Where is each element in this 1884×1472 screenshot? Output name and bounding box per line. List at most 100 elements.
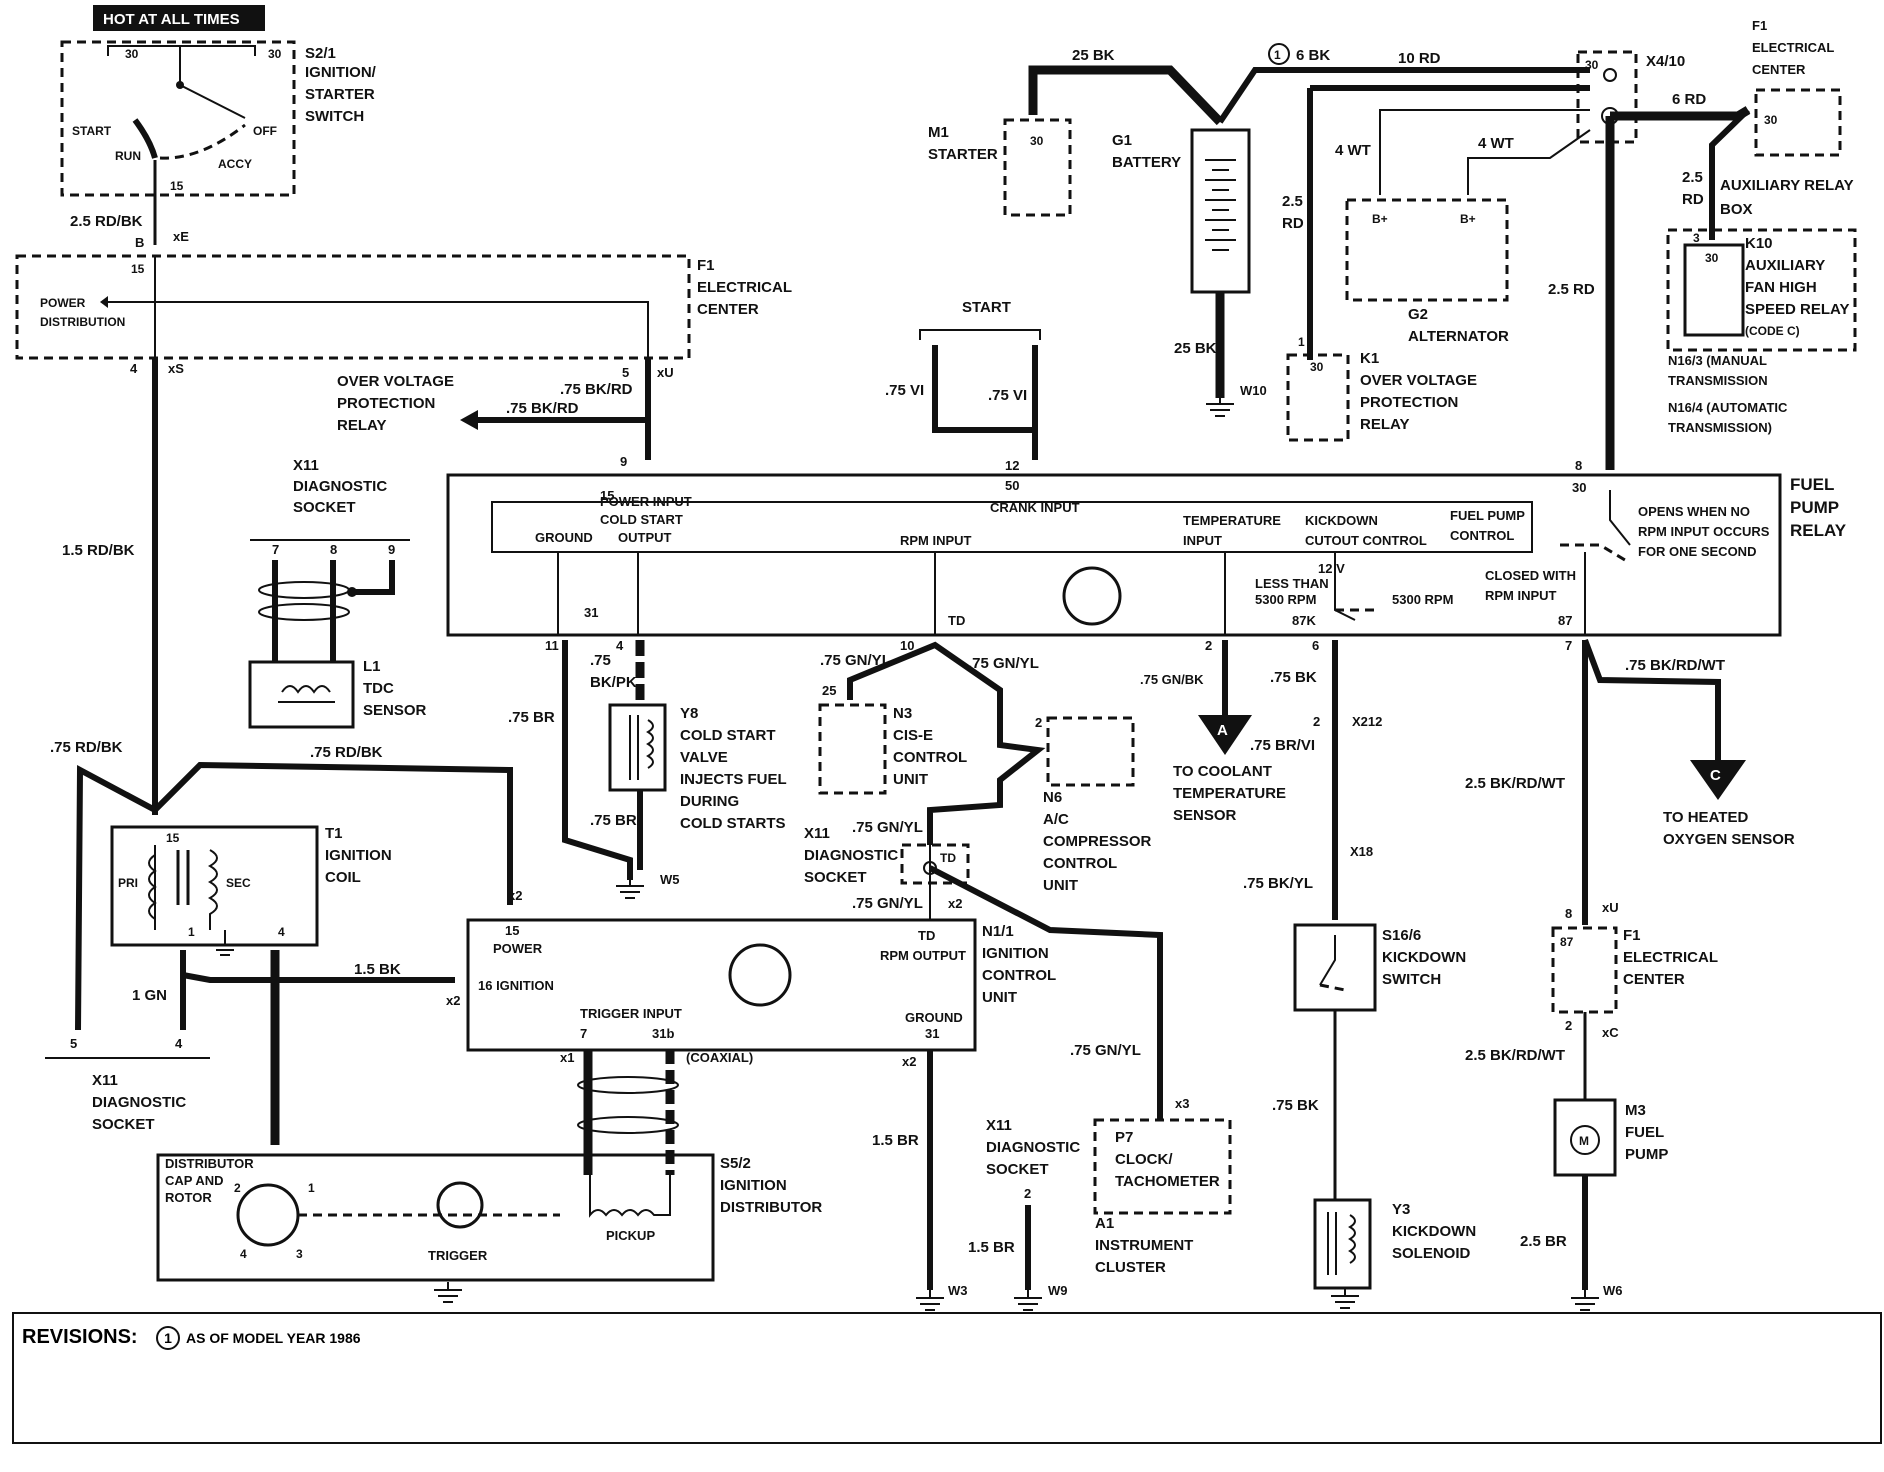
n11-ignition-control-box [466, 918, 977, 1052]
svg-text:T1: T1 [325, 825, 343, 842]
x11a-label: X11 DIAGNOSTIC SOCKET [293, 457, 387, 516]
svg-text:TDC: TDC [363, 680, 394, 697]
to-o2-label: TO HEATED OXYGEN SENSOR [1663, 809, 1795, 848]
wire-75vi-a: .75 VI [885, 382, 924, 399]
t1-label: T1 IGNITION COIL [325, 825, 392, 886]
x11d-label: X11 DIAGNOSTIC SOCKET [986, 1117, 1080, 1178]
svg-text:STARTER: STARTER [305, 86, 375, 103]
svg-text:7: 7 [580, 1026, 587, 1041]
wire-75bkpk: .75 [590, 652, 611, 669]
svg-text:31: 31 [925, 1026, 939, 1041]
svg-text:N6: N6 [1043, 789, 1062, 806]
svg-text:A/C: A/C [1043, 811, 1069, 828]
n11-transistor [728, 943, 792, 1007]
svg-text:TRANSMISSION): TRANSMISSION) [1668, 420, 1772, 435]
svg-text:SOCKET: SOCKET [986, 1161, 1049, 1178]
svg-text:30: 30 [1572, 480, 1586, 495]
ground-w9: W9 [1048, 1283, 1068, 1298]
k10-relay-box [1683, 243, 1745, 337]
svg-text:25: 25 [822, 683, 836, 698]
svg-text:15: 15 [166, 831, 180, 845]
svg-text:OUTPUT: OUTPUT [618, 530, 672, 545]
wire-25bkrdwt-a: 2.5 BK/RD/WT [1465, 775, 1565, 792]
switch-pin-15: 15 [170, 179, 184, 193]
svg-text:8: 8 [1565, 906, 1572, 921]
svg-text:SOCKET: SOCKET [92, 1116, 155, 1133]
svg-text:5: 5 [70, 1036, 77, 1051]
p7-label: P7 CLOCK/ TACHOMETER [1115, 1129, 1220, 1190]
svg-text:OXYGEN SENSOR: OXYGEN SENSOR [1663, 831, 1795, 848]
wire-75bkrdwt: .75 BK/RD/WT [1625, 657, 1725, 674]
fpr-title: FUEL PUMP RELAY [1790, 475, 1847, 540]
svg-text:X11: X11 [293, 457, 319, 474]
svg-text:DISTRIBUTOR: DISTRIBUTOR [720, 1199, 822, 1216]
svg-text:2: 2 [1565, 1018, 1572, 1033]
svg-text:RPM OUTPUT: RPM OUTPUT [880, 948, 966, 963]
svg-text:7: 7 [1565, 638, 1572, 653]
switch-pin-30a: 30 [125, 47, 139, 61]
svg-text:x2: x2 [446, 993, 460, 1008]
svg-text:CONTROL: CONTROL [982, 967, 1056, 984]
revision-marker: 1 [156, 1326, 180, 1350]
svg-text:OPENS WHEN NO: OPENS WHEN NO [1638, 504, 1750, 519]
s166-label: S16/6 KICKDOWN SWITCH [1382, 927, 1466, 988]
svg-text:6: 6 [1312, 638, 1319, 653]
n6-label: N6 A/C COMPRESSOR CONTROL UNIT [1043, 789, 1152, 894]
svg-text:PRI: PRI [118, 876, 138, 890]
svg-text:B+: B+ [1372, 212, 1388, 226]
revision-text: AS OF MODEL YEAR 1986 [186, 1330, 361, 1346]
svg-text:SEC: SEC [226, 876, 251, 890]
ground-w3: W3 [948, 1283, 968, 1298]
svg-text:G1: G1 [1112, 132, 1132, 149]
svg-text:TO HEATED: TO HEATED [1663, 809, 1748, 826]
svg-text:F1: F1 [697, 257, 715, 274]
pin-8: 8 [1575, 458, 1582, 473]
svg-text:CRANK INPUT: CRANK INPUT [990, 500, 1080, 515]
f1-electrical-center-bottom [1551, 926, 1618, 1014]
svg-text:N16/4 (AUTOMATIC: N16/4 (AUTOMATIC [1668, 400, 1788, 415]
svg-text:F1: F1 [1752, 18, 1767, 33]
svg-text:87: 87 [1560, 935, 1574, 949]
conn-xs: xS [168, 361, 184, 376]
svg-text:1: 1 [1274, 48, 1281, 62]
svg-text:(COAXIAL): (COAXIAL) [686, 1050, 753, 1065]
svg-text:30: 30 [1030, 134, 1044, 148]
k1-label: K1 OVER VOLTAGE PROTECTION RELAY [1360, 350, 1477, 433]
svg-text:OVER VOLTAGE: OVER VOLTAGE [1360, 372, 1477, 389]
svg-text:M: M [1579, 1134, 1589, 1148]
svg-text:30: 30 [1705, 251, 1719, 265]
wire-75gnyl-d: .75 GN/YL [852, 895, 923, 912]
f1-electrical-center-left [15, 254, 691, 360]
switch-run-label: RUN [115, 149, 141, 163]
svg-text:FUEL: FUEL [1790, 475, 1834, 494]
svg-text:PROTECTION: PROTECTION [337, 395, 435, 412]
to-coolant-label: TO COOLANT TEMPERATURE SENSOR [1173, 763, 1286, 824]
svg-text:3: 3 [296, 1247, 303, 1261]
svg-text:INSTRUMENT: INSTRUMENT [1095, 1237, 1193, 1254]
x11b-label: X11 DIAGNOSTIC SOCKET [92, 1072, 186, 1133]
wire-25rd-b: 2.5 [1682, 169, 1703, 186]
svg-text:15: 15 [505, 923, 519, 938]
svg-text:TO COOLANT: TO COOLANT [1173, 763, 1272, 780]
svg-text:TRANSMISSION: TRANSMISSION [1668, 373, 1768, 388]
svg-text:K10: K10 [1745, 235, 1773, 252]
pin-5: 5 [622, 365, 629, 380]
svg-text:COLD START: COLD START [680, 727, 776, 744]
svg-text:2: 2 [1035, 715, 1042, 730]
conn-x212: X212 [1352, 714, 1382, 729]
power-dist-label: POWER [40, 296, 86, 310]
svg-text:87: 87 [1558, 613, 1572, 628]
aux-relay-box [1666, 228, 1857, 352]
wire-25bk-b: 25 BK [1174, 340, 1217, 357]
svg-text:SOCKET: SOCKET [293, 499, 356, 516]
svg-text:COLD STARTS: COLD STARTS [680, 815, 786, 832]
svg-text:TEMPERATURE: TEMPERATURE [1183, 513, 1281, 528]
wire-75vi-b: .75 VI [988, 387, 1027, 404]
trigger-label: TRIGGER [428, 1248, 488, 1263]
svg-text:FAN HIGH: FAN HIGH [1745, 279, 1817, 296]
svg-text:12 V: 12 V [1318, 561, 1345, 576]
svg-text:G2: G2 [1408, 306, 1428, 323]
svg-text:1: 1 [308, 1181, 315, 1195]
svg-text:RD: RD [1282, 215, 1304, 232]
svg-text:x2: x2 [948, 896, 962, 911]
